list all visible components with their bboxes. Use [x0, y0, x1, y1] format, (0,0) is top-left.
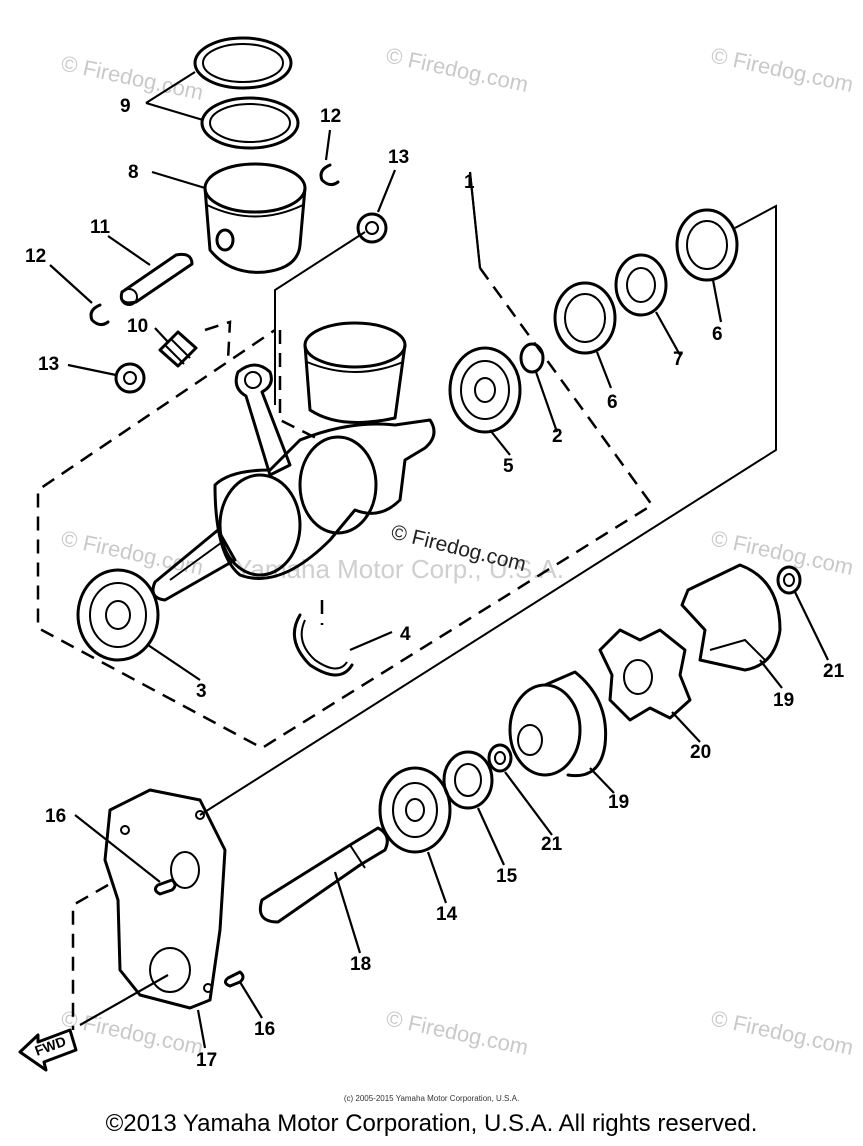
- callout-9: 9: [120, 96, 131, 117]
- callout-17: 17: [196, 1050, 217, 1071]
- fwd-arrow-icon: FWD: [18, 1028, 78, 1072]
- watermark-top-left: © Firedog.com: [59, 50, 206, 105]
- dowel-pins: [153, 878, 245, 988]
- watermark-top-center: © Firedog.com: [384, 42, 531, 97]
- couplings: [508, 563, 782, 778]
- thrust-washers: [114, 212, 388, 394]
- bearing-right: [448, 346, 522, 434]
- damper: [598, 628, 692, 722]
- callout-13-left: 13: [38, 354, 59, 375]
- callouts: 9 8 12 13 11 12 10 13 1 2 5 6 7 6 3 4 21…: [25, 96, 845, 1071]
- oil-seals: [553, 208, 739, 355]
- crankshaft-assembly-outline: [36, 171, 654, 750]
- crankcase-outline: [71, 204, 777, 1030]
- piston-rings: [193, 36, 300, 150]
- callout-16-bottom: 16: [254, 1019, 275, 1040]
- small-copyright: (c) 2005-2015 Yamaha Motor Corporation, …: [343, 1094, 520, 1103]
- callout-2: 2: [552, 426, 563, 447]
- watermark-bottom-center: © Firedog.com: [384, 1005, 531, 1060]
- callout-12-top: 12: [320, 106, 341, 127]
- watermark-bottom-left: © Firedog.com: [59, 1005, 206, 1060]
- callout-20: 20: [690, 742, 711, 763]
- needle-bearing: [158, 330, 198, 368]
- callout-14: 14: [436, 904, 458, 925]
- callout-18: 18: [350, 954, 371, 975]
- callout-1: 1: [464, 172, 475, 193]
- watermark-bottom-right: © Firedog.com: [709, 1005, 856, 1060]
- o-ring: [519, 342, 545, 374]
- copyright-notice: ©2013 Yamaha Motor Corporation, U.S.A. A…: [105, 1110, 758, 1137]
- bearing-left: [76, 568, 160, 662]
- retaining-ring: [292, 613, 354, 677]
- callout-19-right: 19: [773, 690, 794, 711]
- callout-5: 5: [503, 456, 514, 477]
- callout-15: 15: [496, 866, 518, 887]
- crankshaft: [151, 321, 436, 602]
- watermark-top-right: © Firedog.com: [709, 42, 856, 97]
- callout-19-center: 19: [608, 792, 629, 813]
- callout-16-top: 16: [45, 806, 66, 827]
- bearing-7: [614, 253, 668, 317]
- callout-10: 10: [127, 316, 148, 337]
- leader-lines: [49, 71, 829, 1049]
- callout-6-right: 6: [712, 324, 723, 345]
- callout-21-right: 21: [823, 661, 845, 682]
- callout-3: 3: [196, 681, 207, 702]
- callout-13-top: 13: [388, 147, 409, 168]
- callout-6-left: 6: [607, 392, 618, 413]
- callout-8: 8: [128, 162, 139, 183]
- callout-4: 4: [400, 624, 411, 645]
- gasket: [103, 788, 227, 1010]
- washers-21: [487, 565, 802, 773]
- drive-bearings: [378, 750, 494, 854]
- drive-shaft: [258, 826, 389, 924]
- circlips: [89, 163, 340, 327]
- piston: [203, 162, 307, 274]
- callout-21-center: 21: [541, 834, 563, 855]
- callout-11: 11: [90, 217, 111, 238]
- callout-7: 7: [673, 349, 684, 370]
- piston-pin: [119, 252, 194, 306]
- callout-12-left: 12: [25, 246, 46, 267]
